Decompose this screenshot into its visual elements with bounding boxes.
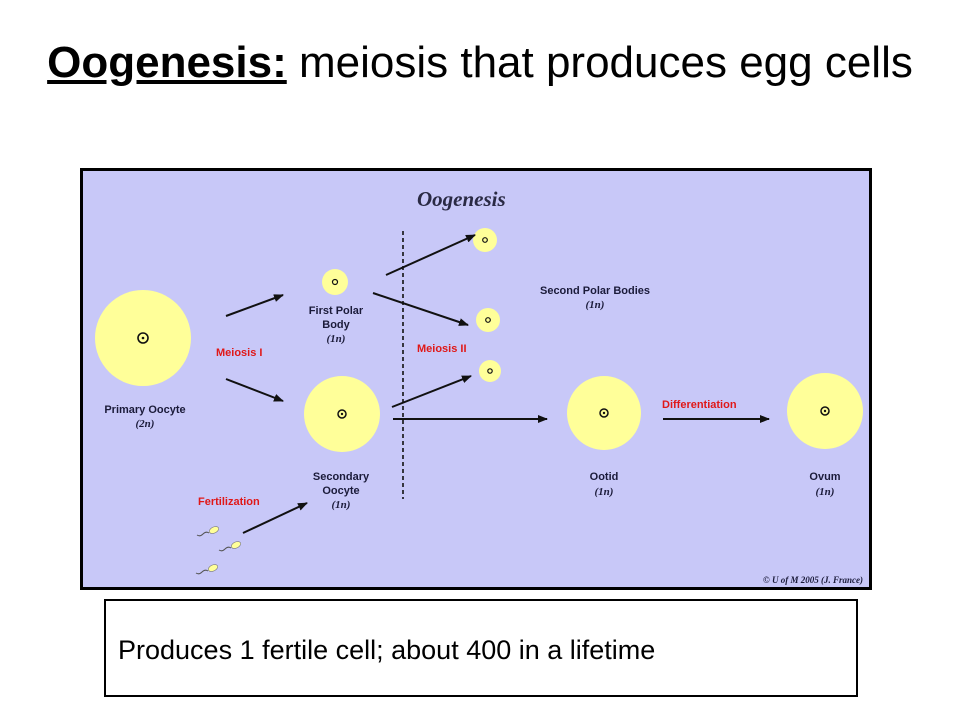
meiosis-2-label: Meiosis II — [417, 343, 467, 355]
sperm-icon — [218, 541, 242, 552]
primary-oocyte-ploidy: (2n) — [136, 418, 155, 430]
arrow-to-secondary-oocyte — [225, 378, 284, 402]
oogenesis-diagram: Oogenesis — [80, 168, 872, 590]
second-polar-bodies-label: Second Polar Bodies — [540, 285, 650, 297]
primary-oocyte-cell — [95, 290, 191, 386]
second-polar-bodies-ploidy: (1n) — [586, 299, 605, 311]
secondary-oocyte-ploidy: (1n) — [332, 499, 351, 511]
sperm-icon — [195, 564, 219, 575]
first-polar-body-ploidy: (1n) — [327, 333, 346, 345]
diagram-title: Oogenesis — [417, 187, 506, 211]
secondary-oocyte-cell — [304, 376, 380, 452]
arrow-to-first-polar-body — [225, 294, 284, 317]
differentiation-label: Differentiation — [662, 399, 737, 411]
sperm-icon — [196, 526, 220, 537]
caption-box: Produces 1 fertile cell; about 400 in a … — [104, 599, 858, 697]
ootid-cell — [567, 376, 641, 450]
secondary-oocyte-label-line2: Oocyte — [322, 485, 359, 497]
ovum-label: Ovum — [809, 471, 840, 483]
slide-title: Oogenesis: meiosis that produces egg cel… — [40, 32, 920, 94]
fertilization-label: Fertilization — [198, 496, 260, 508]
first-polar-body-label-line2: Body — [322, 319, 350, 331]
copyright-notice: © U of M 2005 (J. France) — [763, 575, 863, 585]
second-polar-body-1-cell — [473, 228, 497, 252]
secondary-oocyte-label-line1: Secondary — [313, 471, 370, 483]
second-polar-body-3-cell — [479, 360, 501, 382]
arrow-to-second-polar-body-1 — [385, 234, 476, 276]
caption-text: Produces 1 fertile cell; about 400 in a … — [118, 635, 656, 665]
first-polar-body-cell — [322, 269, 348, 295]
diagram-canvas: Oogenesis — [95, 187, 863, 585]
ootid-label: Ootid — [590, 471, 619, 483]
arrow-to-second-polar-body-3 — [391, 375, 472, 408]
ovum-ploidy: (1n) — [816, 486, 835, 498]
primary-oocyte-label: Primary Oocyte — [104, 404, 185, 416]
second-polar-body-2-cell — [476, 308, 500, 332]
ovum-cell — [787, 373, 863, 449]
first-polar-body-label-line1: First Polar — [309, 305, 364, 317]
title-term: Oogenesis: — [47, 38, 287, 87]
arrow-fertilization — [242, 502, 308, 534]
title-definition: meiosis that produces egg cells — [286, 38, 913, 87]
ootid-ploidy: (1n) — [595, 486, 614, 498]
meiosis-1-label: Meiosis I — [216, 347, 262, 359]
arrow-to-second-polar-body-2 — [372, 292, 469, 326]
